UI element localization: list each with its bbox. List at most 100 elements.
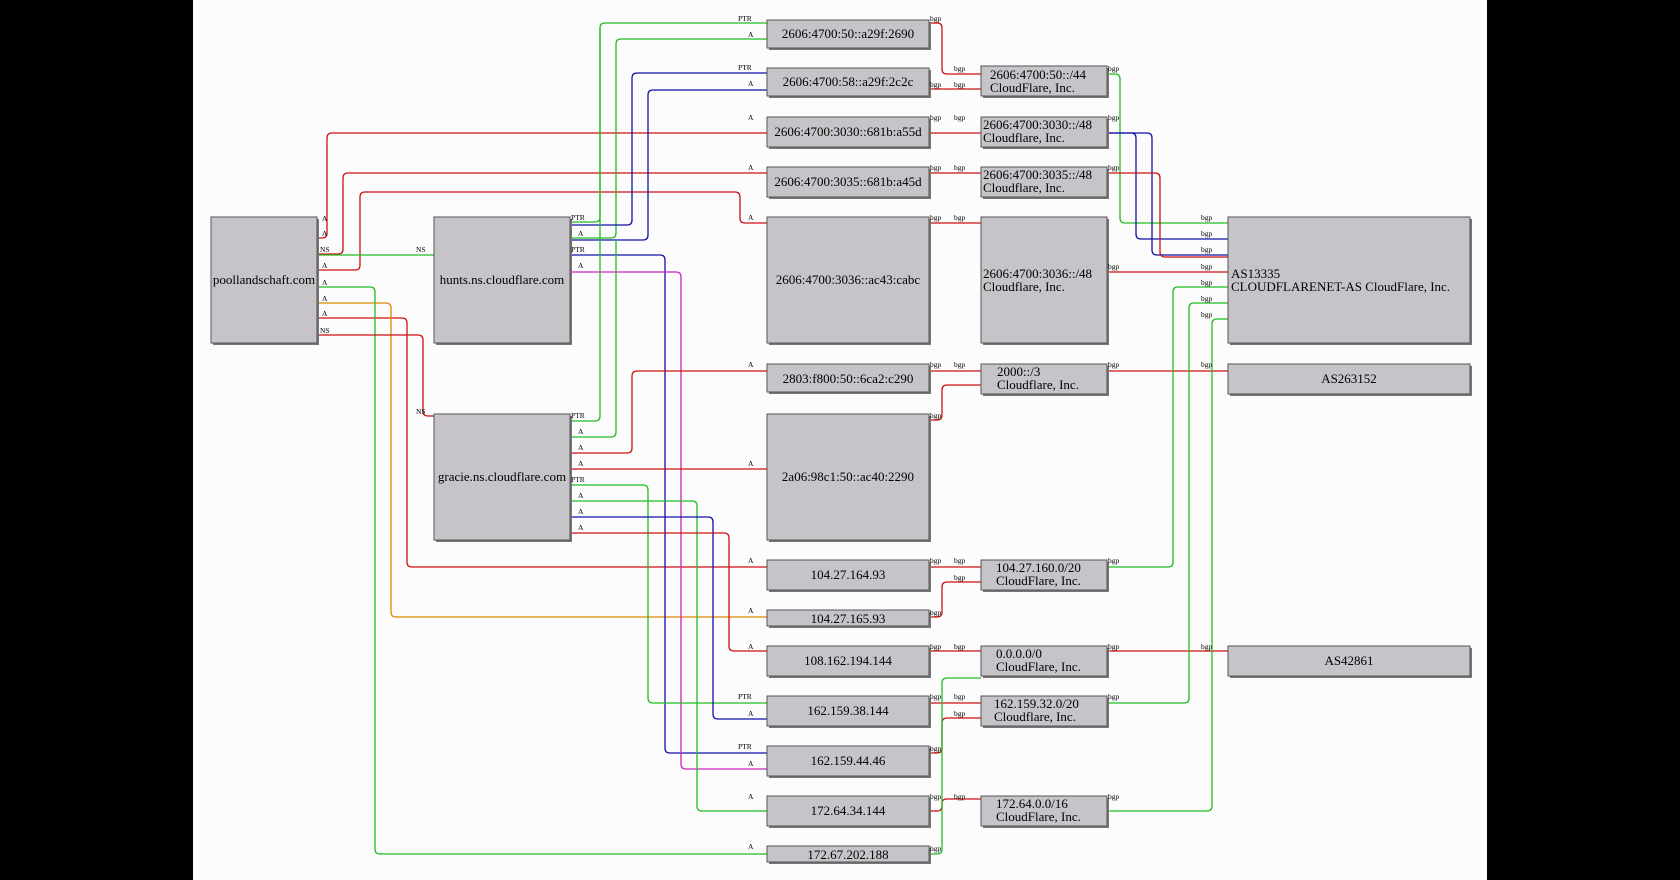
node-ip4-172-67-202-188[interactable]: 172.67.202.188 <box>766 845 931 864</box>
node-ip6-ac43cabc-label: 2606:4700:3036::ac43:cabc <box>776 272 921 287</box>
node-pfx-2606-4700-3036-48[interactable]: 2606:4700:3036::/48 Cloudflare, Inc. <box>980 216 1109 345</box>
node-pfx-0-0-0-0-0[interactable]: 0.0.0.0/0 CloudFlare, Inc. <box>980 645 1109 678</box>
edge-domain-a-3036 <box>318 191 767 271</box>
node-pfx-172-64-0-0-16-line2: CloudFlare, Inc. <box>996 809 1081 824</box>
port-label-a: A <box>748 79 754 88</box>
edge-bgp-pfx172-as13335 <box>1107 318 1228 812</box>
node-pfx-104-27-160-0-20-line2: CloudFlare, Inc. <box>996 573 1081 588</box>
port-label-a: A <box>578 261 584 270</box>
node-as42861[interactable]: AS42861 <box>1227 645 1472 678</box>
node-ip4-108-162-194-144[interactable]: 108.162.194.144 <box>766 645 931 678</box>
node-pfx-172-64-0-0-16[interactable]: 172.64.0.0/16 CloudFlare, Inc. <box>980 795 1109 828</box>
port-label-bgp: bgp <box>1108 360 1120 369</box>
node-as13335-line2: CLOUDFLARENET-AS CloudFlare, Inc. <box>1231 279 1450 294</box>
node-pfx-104-27-160-0-20[interactable]: 104.27.160.0/20 CloudFlare, Inc. <box>980 559 1109 592</box>
node-pfx-2606-4700-3030-48[interactable]: 2606:4700:3030::/48 Cloudflare, Inc. <box>980 116 1109 149</box>
node-ip6-a29f2690[interactable]: 2606:4700:50::a29f:2690 <box>766 19 931 50</box>
port-label-layer: A A NS A A A A NS NS PTR A PTR A NS PTR … <box>320 14 1213 853</box>
edge-gracie-a-108 <box>570 532 767 652</box>
port-label-bgp: bgp <box>954 692 966 701</box>
port-label-ptr: PTR <box>571 213 585 222</box>
port-label-a: A <box>748 642 754 651</box>
node-ip6-681ba45d[interactable]: 2606:4700:3035::681b:a45d <box>766 166 931 199</box>
port-label-a: A <box>578 491 584 500</box>
node-pfx-2606-4700-50-44[interactable]: 2606:4700:50::/44 CloudFlare, Inc. <box>980 65 1109 98</box>
node-ip4-104-27-165-93-label: 104.27.165.93 <box>811 611 886 626</box>
node-pfx-172-64-0-0-16-line1: 172.64.0.0/16 <box>996 796 1068 811</box>
node-as263152-label: AS263152 <box>1321 371 1377 386</box>
port-label-bgp: bgp <box>1108 64 1120 73</box>
node-pfx-2606-4700-3035-48[interactable]: 2606:4700:3035::/48 Cloudflare, Inc. <box>980 166 1109 199</box>
port-label-bgp: bgp <box>1108 163 1120 172</box>
node-pfx-2000-3-line2: Cloudflare, Inc. <box>997 377 1079 392</box>
port-label-bgp: bgp <box>1201 278 1213 287</box>
port-label-ptr: PTR <box>738 742 752 751</box>
node-pfx-2000-3[interactable]: 2000::/3 Cloudflare, Inc. <box>980 363 1109 396</box>
port-label-ns: NS <box>320 326 330 335</box>
port-label-a: A <box>748 606 754 615</box>
port-label-a: A <box>748 556 754 565</box>
port-label-bgp: bgp <box>1108 262 1120 271</box>
node-ip4-172-64-34-144[interactable]: 172.64.34.144 <box>766 795 931 828</box>
node-ip6-ac402290[interactable]: 2a06:98c1:50::ac40:2290 <box>766 413 931 542</box>
node-ip6-a29f2c2c[interactable]: 2606:4700:58::a29f:2c2c <box>766 67 931 98</box>
node-ip4-162-159-38-144[interactable]: 162.159.38.144 <box>766 695 931 728</box>
port-label-bgp: bgp <box>1201 310 1213 319</box>
node-pfx-2606-4700-3036-48-line1: 2606:4700:3036::/48 <box>983 266 1092 281</box>
edge-layer <box>318 22 1228 855</box>
port-label-bgp: bgp <box>930 792 942 801</box>
edge-bgp-pfx104-as13335 <box>1107 286 1228 568</box>
node-pfx-2606-4700-50-44-line1: 2606:4700:50::/44 <box>990 67 1087 82</box>
port-label-a: A <box>748 759 754 768</box>
node-ip6-ac402290-label: 2a06:98c1:50::ac40:2290 <box>782 469 914 484</box>
node-ip4-172-64-34-144-label: 172.64.34.144 <box>811 803 886 818</box>
edge-gracie-ptr-38-144 <box>570 484 767 704</box>
node-ip6-6ca2c290[interactable]: 2803:f800:50::6ca2:c290 <box>766 363 931 394</box>
port-label-a: A <box>748 163 754 172</box>
node-ns-gracie[interactable]: gracie.ns.cloudflare.com <box>433 413 572 542</box>
edge-domain-a-3030 <box>318 132 767 239</box>
port-label-a: A <box>322 229 328 238</box>
node-ip6-681ba55d[interactable]: 2606:4700:3030::681b:a55d <box>766 116 931 149</box>
edge-bgp-17267-pfx172 <box>930 677 981 855</box>
node-ns-hunts[interactable]: hunts.ns.cloudflare.com <box>433 216 572 345</box>
node-pfx-2606-4700-3030-48-line1: 2606:4700:3030::/48 <box>983 117 1092 132</box>
port-label-bgp: bgp <box>954 80 966 89</box>
node-pfx-0-0-0-0-0-line2: CloudFlare, Inc. <box>996 659 1081 674</box>
port-label-bgp: bgp <box>930 411 942 420</box>
node-pfx-162-159-32-0-20[interactable]: 162.159.32.0/20 Cloudflare, Inc. <box>980 695 1109 728</box>
port-label-bgp: bgp <box>1201 213 1213 222</box>
port-label-bgp: bgp <box>954 573 966 582</box>
port-label-a: A <box>322 278 328 287</box>
node-ip4-162-159-44-46[interactable]: 162.159.44.46 <box>766 745 931 778</box>
port-label-a: A <box>578 523 584 532</box>
node-as13335[interactable]: AS13335 CLOUDFLARENET-AS CloudFlare, Inc… <box>1227 216 1472 345</box>
port-label-ptr: PTR <box>571 475 585 484</box>
edge-hunts-a-2c2c <box>570 89 767 241</box>
port-label-a: A <box>578 443 584 452</box>
port-label-ptr: PTR <box>571 245 585 254</box>
port-label-bgp: bgp <box>930 360 942 369</box>
port-label-bgp: bgp <box>1201 245 1213 254</box>
edge-domain-a-104-164 <box>318 317 767 568</box>
node-as263152[interactable]: AS263152 <box>1227 363 1472 396</box>
port-label-a: A <box>748 30 754 39</box>
port-label-a: A <box>322 261 328 270</box>
node-domain-label: poollandschaft.com <box>213 272 315 287</box>
node-ip4-104-27-164-93[interactable]: 104.27.164.93 <box>766 559 931 592</box>
port-label-a: A <box>748 113 754 122</box>
node-ip6-ac43cabc[interactable]: 2606:4700:3036::ac43:cabc <box>766 216 931 345</box>
node-pfx-2606-4700-3036-48-line2: Cloudflare, Inc. <box>983 279 1065 294</box>
port-label-bgp: bgp <box>930 163 942 172</box>
edge-bgp-pfx50-as13335 <box>1107 73 1228 224</box>
node-ip4-104-27-165-93[interactable]: 104.27.165.93 <box>766 609 931 628</box>
edge-hunts-a-2690 <box>570 38 767 239</box>
edge-hunts-ptr-2c2c <box>570 72 767 226</box>
port-label-ptr: PTR <box>738 63 752 72</box>
port-label-bgp: bgp <box>954 792 966 801</box>
node-domain[interactable]: poollandschaft.com <box>210 216 319 345</box>
port-label-bgp: bgp <box>930 744 942 753</box>
edge-bgp-pfx3035-as13335 <box>1107 172 1228 258</box>
